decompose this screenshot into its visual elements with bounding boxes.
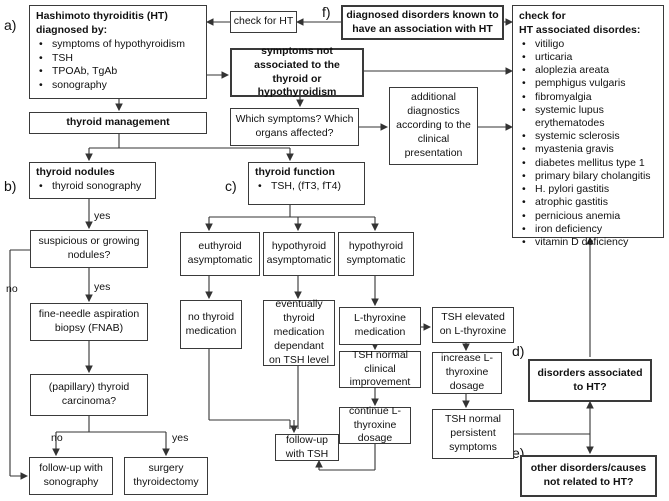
list-item: TSH <box>36 52 200 66</box>
list-item: pernicious anemia <box>519 210 657 223</box>
which-symptoms-box: Which symptoms? Which organs affected? <box>230 108 359 146</box>
hashimoto-title: Hashimoto thyroiditis (HT) <box>36 10 168 22</box>
surgery-box: surgery thyroidectomy <box>124 457 208 495</box>
list-item: thyroid sonography <box>36 180 149 194</box>
list-item: aloplezia areata <box>519 64 657 77</box>
label-b: b) <box>4 178 17 194</box>
list-item: atrophic gastitis <box>519 196 657 209</box>
check-assoc-subtitle: HT associated disordes: <box>519 23 641 36</box>
hashimoto-list: symptoms of hypothyroidism TSH TPOAb, Tg… <box>36 38 200 93</box>
list-item: iron deficiency <box>519 223 657 236</box>
hypothyroid-asymptomatic-box: hypothyroid asymptomatic <box>263 232 335 276</box>
list-item: TSH, (fT3, fT4) <box>255 180 358 194</box>
symptoms-not-associated-box: symptoms not associated to the thyroid o… <box>230 45 364 98</box>
list-item: diabetes mellitus type 1 <box>519 157 657 170</box>
suspicious-nodules-box: suspicious or growing nodules? <box>30 230 148 268</box>
list-item: vitiligo <box>519 38 657 51</box>
other-disorders-box: other disorders/causes not related to HT… <box>520 455 657 497</box>
yes-label: yes <box>94 281 111 293</box>
nodules-title: thyroid nodules <box>36 166 115 178</box>
eventually-medication-box: eventually thyroid medication dependant … <box>263 298 335 366</box>
continue-dosage-box: continue L-thyroxine dosage <box>339 405 411 444</box>
fnab-box: fine-needle aspiration biopsy (FNAB) <box>30 303 148 341</box>
carcinoma-box: (papillary) thyroid carcinoma? <box>30 374 148 416</box>
hypothyroid-symptomatic-box: hypothyroid symptomatic <box>338 232 414 276</box>
label-d: d) <box>512 343 525 359</box>
lthyroxine-medication-box: L-thyroxine medication <box>339 307 421 345</box>
list-item: H. pylori gastitis <box>519 183 657 196</box>
thyroid-function-box: thyroid function TSH, (fT3, fT4) <box>248 162 365 205</box>
yes-label: yes <box>172 432 189 444</box>
yes-label: yes <box>94 210 111 222</box>
no-medication-box: no thyroid medication <box>180 300 242 349</box>
disorders-associated-box: disorders associated to HT? <box>528 359 652 402</box>
list-item: primary bilary cholangitis <box>519 170 657 183</box>
follow-up-tsh-box: follow-up with TSH <box>275 434 339 461</box>
list-item: pemphigus vulgaris <box>519 77 657 90</box>
diagnosed-known-box: diagnosed disorders known to have an ass… <box>341 5 504 40</box>
follow-up-sonography-box: follow-up with sonography <box>29 457 113 495</box>
associated-disorders-list: vitiligo urticaria aloplezia areata pemp… <box>519 38 657 250</box>
list-item: systemic lupus erythematodes <box>519 104 657 130</box>
euthyroid-box: euthyroid asymptomatic <box>180 232 260 276</box>
hashimoto-subtitle: diagnosed by: <box>36 23 108 36</box>
increase-dosage-box: increase L-thyroxine dosage <box>432 352 502 394</box>
label-a: a) <box>4 17 17 33</box>
thyroid-management-box: thyroid management <box>29 112 207 134</box>
tsh-normal-persistent-box: TSH normal persistent symptoms <box>432 409 514 459</box>
no-label: no <box>6 283 18 295</box>
list-item: vitamin D deficiency <box>519 236 657 249</box>
no-label: no <box>51 432 63 444</box>
function-title: thyroid function <box>255 166 335 178</box>
list-item: TPOAb, TgAb <box>36 65 200 79</box>
tsh-elevated-box: TSH elevated on L-thyroxine <box>432 307 514 343</box>
hashimoto-box: Hashimoto thyroiditis (HT) diagnosed by:… <box>29 5 207 99</box>
list-item: urticaria <box>519 51 657 64</box>
check-assoc-title: check for <box>519 10 566 22</box>
list-item: symptoms of hypothyroidism <box>36 38 200 52</box>
label-f: f) <box>322 4 331 20</box>
check-associated-box: check for HT associated disordes: vitili… <box>512 5 664 249</box>
check-ht-box: check for HT <box>230 11 297 33</box>
label-c: c) <box>225 178 237 194</box>
list-item: fibromyalgia <box>519 91 657 104</box>
tsh-normal-improvement-box: TSH normal clinical improvement <box>339 349 421 388</box>
list-item: myastenia gravis <box>519 143 657 156</box>
list-item: systemic sclerosis <box>519 130 657 143</box>
list-item: sonography <box>36 79 200 93</box>
additional-diagnostics-box: additional diagnostics according to the … <box>389 87 478 165</box>
thyroid-nodules-box: thyroid nodules thyroid sonography <box>29 162 156 199</box>
